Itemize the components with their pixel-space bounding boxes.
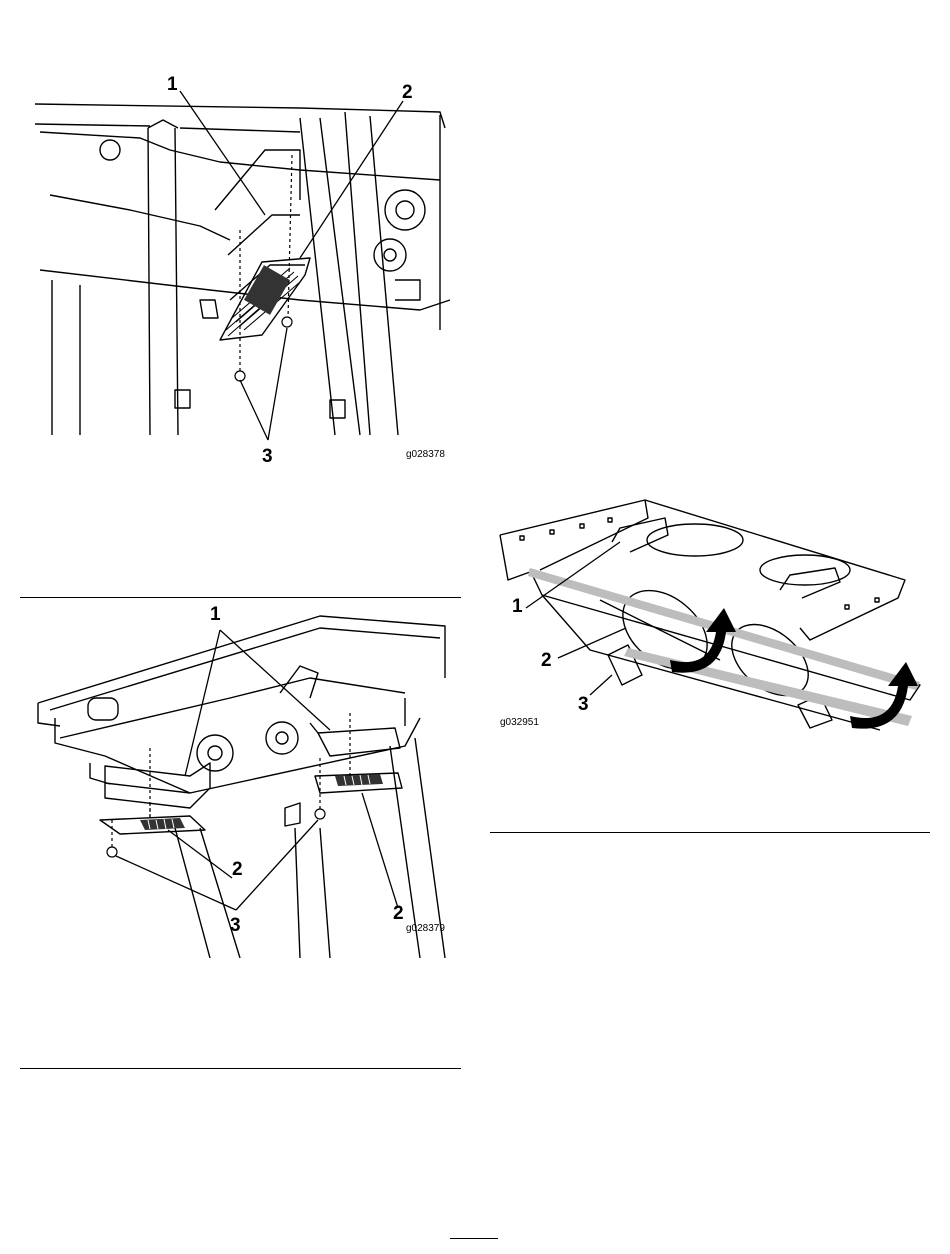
figure-id: g028379 xyxy=(406,924,445,934)
figure-top: 1 2 3 g028378 xyxy=(0,0,480,480)
callout-1: 1 xyxy=(167,75,178,94)
page-number-rule xyxy=(450,1238,498,1239)
callout-2: 2 xyxy=(232,860,243,879)
illustration-dual-tray-install xyxy=(0,598,480,958)
callout-3: 3 xyxy=(578,695,589,714)
section-rule xyxy=(490,832,930,833)
illustration-deck-flip xyxy=(480,480,950,750)
illustration-tray-install xyxy=(0,0,480,480)
callout-2b: 2 xyxy=(393,904,404,923)
figure-id: g032951 xyxy=(500,718,539,728)
callout-1: 1 xyxy=(210,605,221,624)
figure-right: 1 2 3 g032951 xyxy=(480,480,950,750)
callout-3: 3 xyxy=(230,916,241,935)
figure-bottom-left: 1 2 3 2 g028379 xyxy=(0,598,480,958)
figure-id: g028378 xyxy=(406,450,445,460)
callout-1: 1 xyxy=(512,597,523,616)
callout-2: 2 xyxy=(541,651,552,670)
callout-3: 3 xyxy=(262,447,273,466)
section-rule xyxy=(20,1068,461,1069)
callout-2: 2 xyxy=(402,83,413,102)
